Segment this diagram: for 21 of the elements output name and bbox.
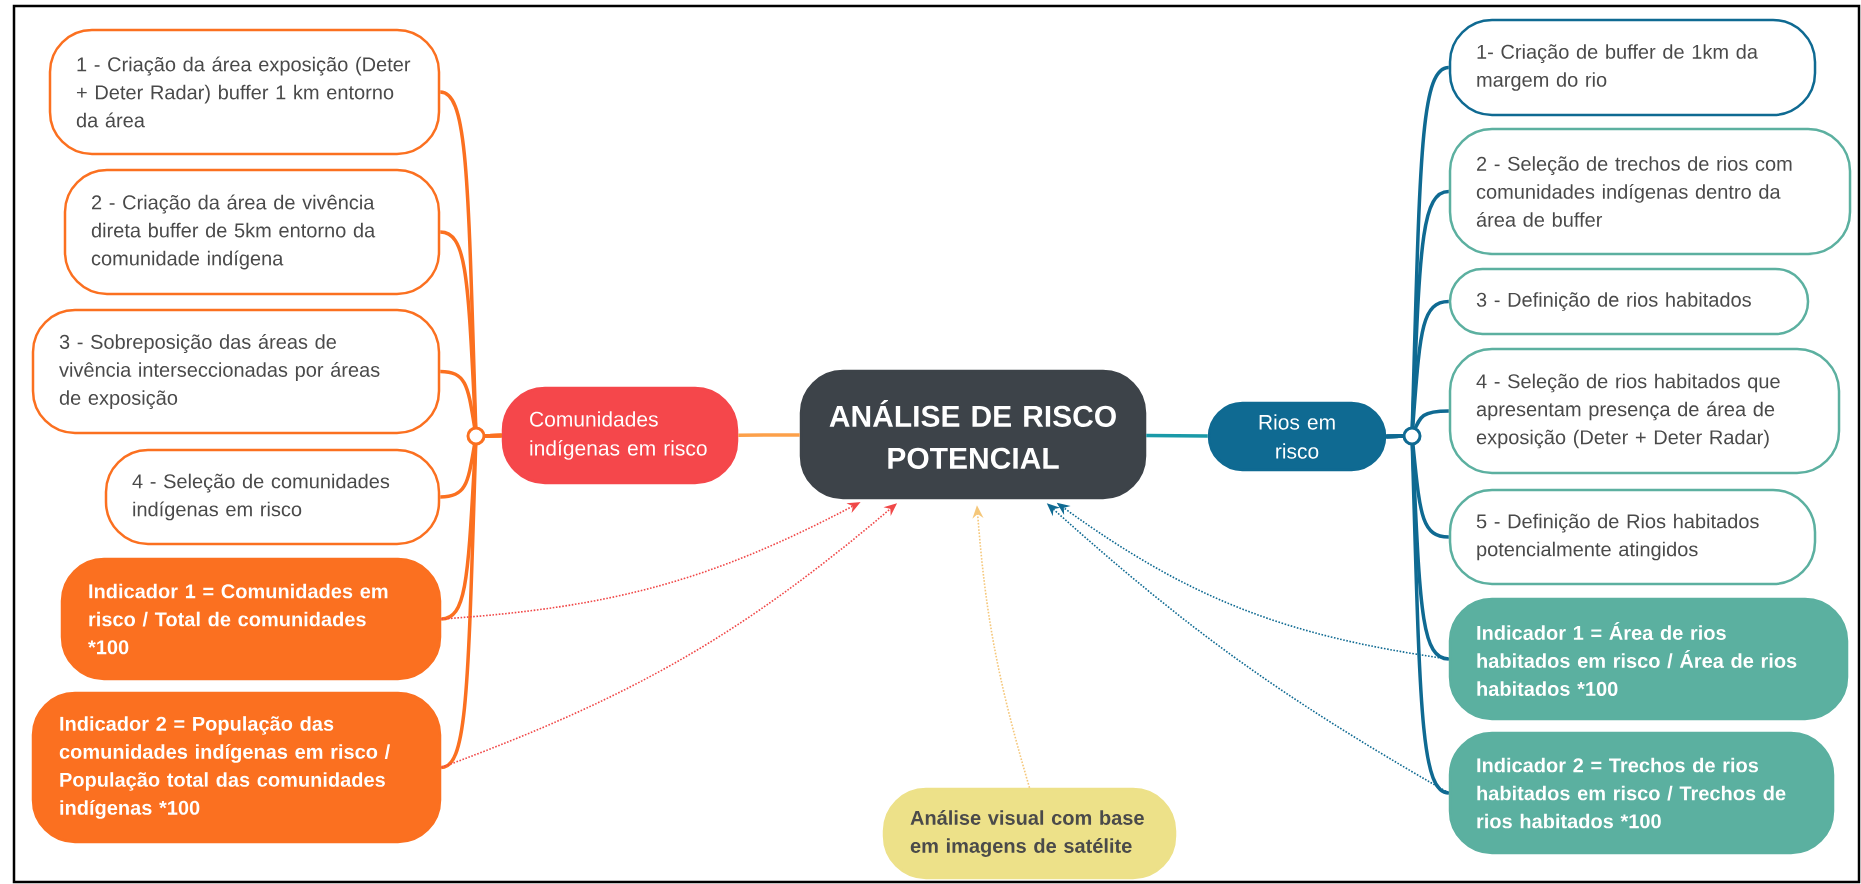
central-topic-box: ANÁLISE DE RISCO POTENCIAL bbox=[799, 369, 1147, 500]
step-box: 2 - Seleção de trechos de rios com comunidades indígenas dentro da área de buffer bbox=[1448, 127, 1852, 256]
step-box: 3 - Sobreposição das áreas de vivência interseccionadas por áreas de exposição bbox=[31, 308, 441, 435]
indicator-box: Indicador 2 = Trechos de rios habitados em risco / Trechos de rios habitados *100 bbox=[1448, 731, 1835, 855]
step-box: 1- Criação de buffer de 1km da margem do rio bbox=[1448, 18, 1817, 117]
indicator-box: Indicador 2 = População das comunidades indígenas em risco / População total das comunidades indígenas *100 bbox=[31, 691, 442, 844]
note-box: Análise visual com base em imagens de satélite bbox=[882, 787, 1177, 880]
topic-box: Rios em risco bbox=[1207, 401, 1387, 472]
step-box: 5 - Definição de Rios habitados potencialmente atingidos bbox=[1448, 488, 1817, 586]
step-box: 4 - Seleção de comunidades indígenas em risco bbox=[104, 448, 441, 546]
indicator-box: Indicador 1 = Área de rios habitados em risco / Área de rios habitados *100 bbox=[1448, 597, 1849, 721]
connector-line bbox=[1386, 434, 1450, 795]
indicator-box: Indicador 1 = Comunidades em risco / Total de comunidades *100 bbox=[60, 557, 442, 681]
step-box: 3 - Definição de rios habitados bbox=[1448, 267, 1810, 336]
connector-line bbox=[440, 433, 502, 770]
connector-line bbox=[738, 433, 800, 437]
step-box: 2 - Criação da área de vivência direta buffer de 5km entorno da comunidade indígena bbox=[63, 168, 441, 296]
step-box: 1 - Criação da área exposição (Deter + Deter Radar) buffer 1 km entorno da área bbox=[48, 28, 441, 156]
connector-line bbox=[1146, 433, 1208, 438]
step-box: 4 - Seleção de rios habitados que apresentam presença de área de exposição (Deter + Deter Radar) bbox=[1448, 347, 1841, 475]
topic-box: Comunidades indígenas em risco bbox=[501, 386, 739, 485]
